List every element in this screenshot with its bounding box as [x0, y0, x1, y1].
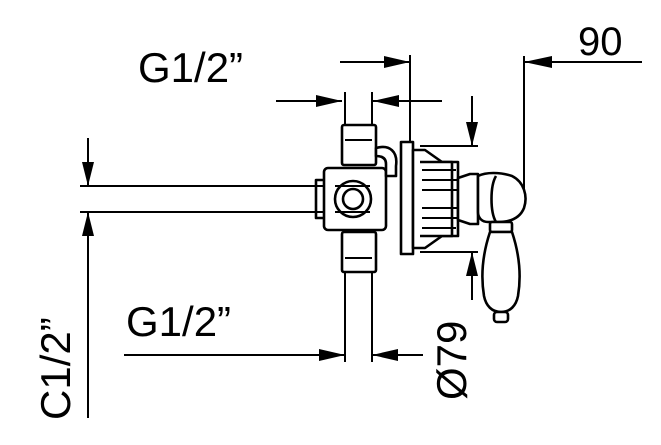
- spindle: [456, 172, 480, 226]
- lever-handle: [476, 171, 527, 324]
- cartridge-outer: [333, 179, 373, 219]
- dimension-g-top: G1/2”: [138, 44, 442, 150]
- cartridge-inner: [341, 187, 365, 211]
- escutcheon: [399, 140, 460, 256]
- dimension-c-side-label: C1/2”: [32, 317, 79, 420]
- dimension-g-bottom: G1/2”: [124, 272, 423, 362]
- dimension-90: 90: [523, 20, 642, 190]
- dimension-diameter: Ø79: [420, 96, 478, 400]
- dimension-g-bottom-label: G1/2”: [126, 298, 231, 345]
- dimension-c-side: C1/2”: [32, 138, 330, 420]
- dimension-diameter-label: Ø79: [428, 321, 475, 400]
- dimension-g-top-label: G1/2”: [138, 44, 243, 91]
- valve-body: [314, 123, 398, 274]
- dimension-90-label: 90: [578, 20, 623, 64]
